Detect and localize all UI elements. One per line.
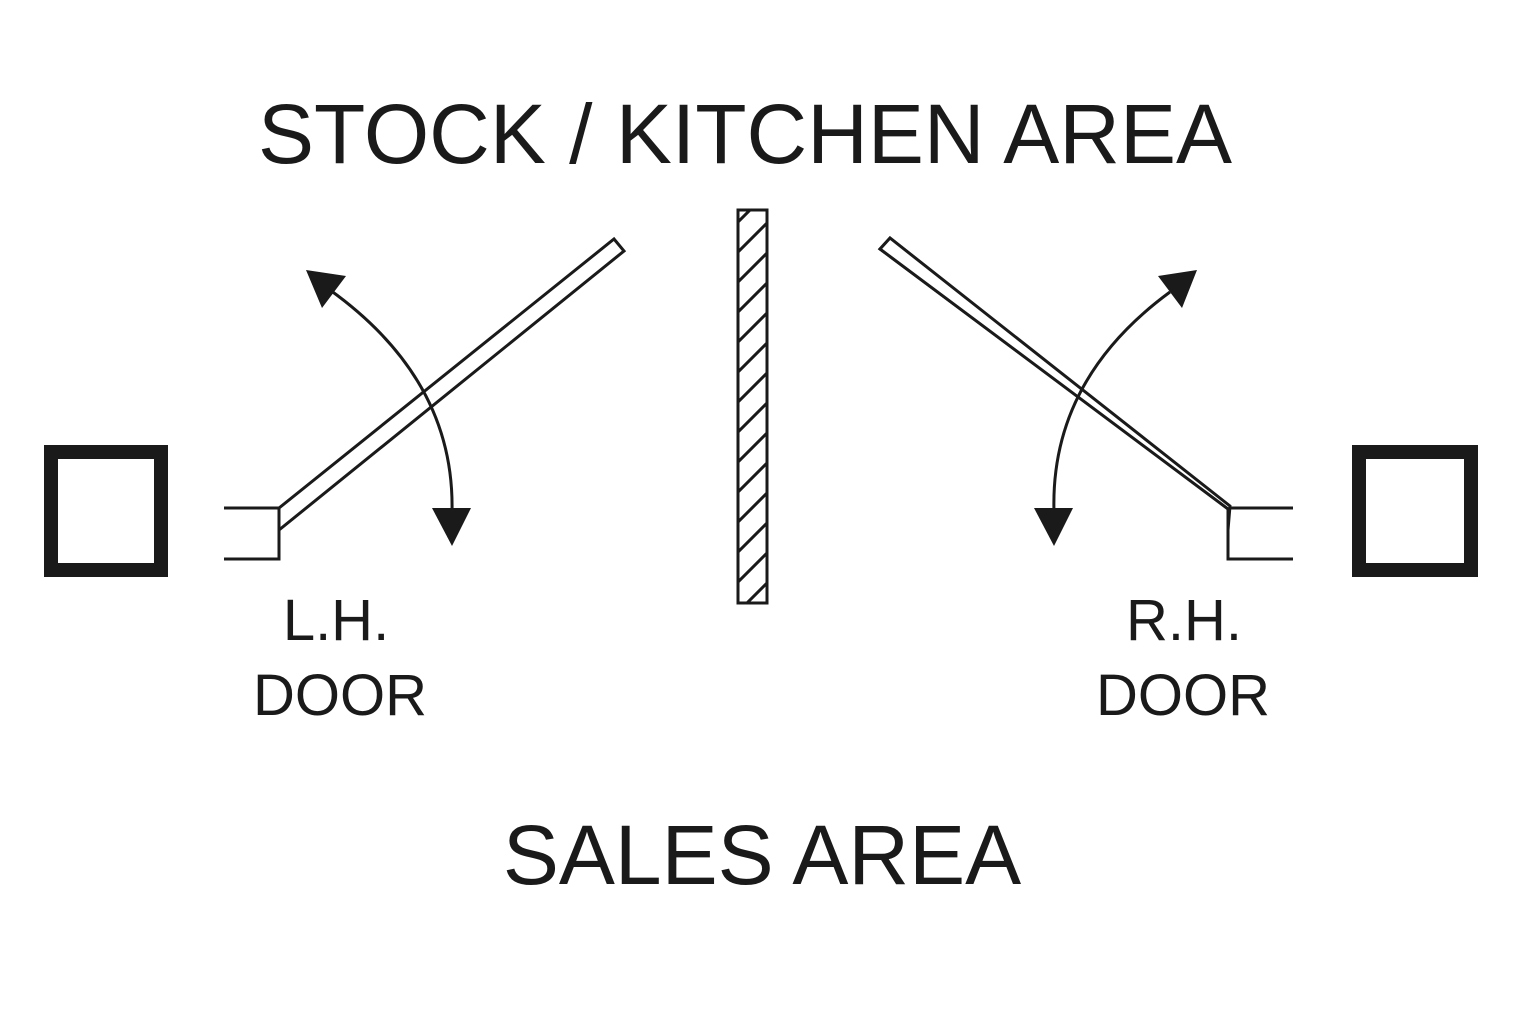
right-door-jamb xyxy=(1226,506,1293,561)
right-door-label-line2: DOOR xyxy=(1096,663,1270,728)
partition-wall xyxy=(736,208,769,605)
left-wall-post xyxy=(44,445,168,577)
left-door-label-line2: DOOR xyxy=(253,663,427,728)
stock-kitchen-area-label: STOCK / KITCHEN AREA xyxy=(258,87,1232,181)
right-swing-arrowhead-top xyxy=(1158,270,1197,308)
right-door-label-line1: R.H. xyxy=(1126,588,1242,653)
left-swing-arrowhead-top xyxy=(306,270,346,308)
right-swing-arrow xyxy=(1034,270,1197,546)
left-door-leaf xyxy=(277,236,627,534)
right-swing-arrowhead-bottom xyxy=(1034,508,1073,546)
sales-area-label: SALES AREA xyxy=(503,808,1021,902)
left-swing-arrow xyxy=(306,270,471,546)
left-door-jamb xyxy=(224,506,281,561)
right-door-leaf-outline xyxy=(877,235,1232,531)
right-wall-post xyxy=(1352,445,1478,577)
left-door-label-line1: L.H. xyxy=(283,588,389,653)
left-swing-arrowhead-bottom xyxy=(432,508,471,546)
